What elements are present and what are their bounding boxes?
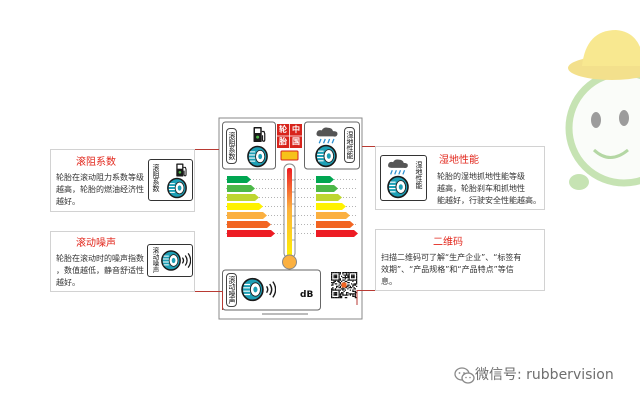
rolling-resistance-grade-bar <box>227 212 267 219</box>
icon-box-label: 湿地性能 <box>415 161 423 189</box>
label-noise-text: 滚动噪声 <box>226 273 237 307</box>
callout-title: 二维码 <box>433 237 463 248</box>
wechat-watermark: 微信号: rubbervision <box>475 367 614 383</box>
rolling-resistance-icon-box: 滚阻系数 <box>148 159 193 201</box>
wet-grip-grade-bar <box>316 221 354 228</box>
rolling-resistance-pictogram <box>167 162 187 199</box>
callout-body-line: 越好。 <box>56 278 80 287</box>
callout-body-line: 效期”、“产品规格”和“产品特点”等信 <box>381 265 514 274</box>
callout-body-line: 扫描二维码可了解“生产企业”、“标签有 <box>381 253 522 262</box>
thermometer-gauge <box>282 163 297 270</box>
rolling-resistance-grade-bar <box>227 221 271 228</box>
label-rolling-resistance-section <box>222 121 276 170</box>
fuel-pump-icon <box>175 162 187 178</box>
callout-title: 滚阻系数 <box>76 157 116 168</box>
callout-body: 轮胎的湿地抓地性能等级 越高，轮胎刹车和抓地性 能越好，行驶安全性能越高。 <box>437 171 541 207</box>
tire-icon <box>387 175 409 199</box>
rolling-resistance-grade-bar <box>227 230 275 237</box>
label-wet-grip-text: 湿地性能 <box>344 127 355 163</box>
rolling-resistance-grade-bar <box>227 194 259 201</box>
rolling-resistance-grade-bar <box>227 185 255 192</box>
wet-grip-grade-bar <box>316 230 358 237</box>
logo-char: 胎 <box>279 137 287 146</box>
label-logo <box>277 124 302 161</box>
icon-box-label: 滚动噪声 <box>151 247 159 273</box>
callout-title: 湿地性能 <box>439 155 479 166</box>
label-footer-print <box>262 313 308 315</box>
mascot-illustration <box>565 30 640 190</box>
noise-unit: dB <box>300 290 314 300</box>
callout-body-line: 能越好，行驶安全性能越高。 <box>437 196 541 205</box>
wet-grip-pictogram <box>387 158 409 199</box>
tire-icon <box>247 145 268 168</box>
tire-label <box>218 117 363 320</box>
callout-body-line: 越好。 <box>56 197 80 206</box>
callout-wet-grip: 湿地性能 湿地性能 轮胎的湿地抓地性能等级 越高，轮胎刹车和抓地性 能越好，行驶… <box>375 146 545 210</box>
callout-qr-code: 二维码 扫描二维码可了解“生产企业”、“标签有 效期”、“产品规格”和“产品特点… <box>375 229 545 291</box>
rolling-noise-icon-box: 滚动噪声 <box>147 244 193 277</box>
tire-icon <box>315 144 337 168</box>
rolling-resistance-grade-bar <box>227 203 263 210</box>
wechat-icon <box>454 367 475 384</box>
callout-rolling-resistance: 滚阻系数 轮胎在滚动阻力系数等级 越高，轮胎的燃油经济性 越好。 滚阻系数 <box>50 149 195 212</box>
tire-icon <box>167 177 187 199</box>
callout-body: 扫描二维码可了解“生产企业”、“标签有 效期”、“产品规格”和“产品特点”等信 … <box>381 252 521 288</box>
callout-body-line: 越高，轮胎刹车和抓地性 <box>437 184 525 193</box>
wet-grip-grade-bar <box>316 176 334 183</box>
callout-body-line: 轮胎在滚动时的噪声指数 <box>56 254 144 263</box>
logo-char: 中 <box>292 125 300 134</box>
tire-icon <box>160 250 182 271</box>
rolling-resistance-grade-scale <box>227 176 275 237</box>
rolling-resistance-grade-bar <box>227 176 251 183</box>
rain-cloud-icon <box>387 158 409 176</box>
callout-rolling-noise: 滚动噪声 轮胎在滚动时的噪声指数 ，数值越低，静音舒适性 越好。 滚动噪声 <box>50 231 195 292</box>
wet-grip-grade-bar <box>316 194 342 201</box>
callout-body: 轮胎在滚动阻力系数等级 越高，轮胎的燃油经济性 越好。 <box>56 172 144 208</box>
qr-code-icon <box>330 271 359 306</box>
label-wet-grip-section <box>304 121 360 170</box>
callout-title: 滚动噪声 <box>76 238 116 249</box>
callout-body: 轮胎在滚动时的噪声指数 ，数值越低，静音舒适性 越好。 <box>56 253 144 289</box>
logo-char: 国 <box>292 137 300 146</box>
wet-grip-grade-bar <box>316 203 346 210</box>
logo-char: 轮 <box>279 125 287 134</box>
wet-grip-grade-bar <box>316 185 338 192</box>
rolling-noise-pictogram <box>160 250 191 271</box>
wet-grip-icon-box: 湿地性能 <box>380 155 427 201</box>
callout-body-line: 轮胎在滚动阻力系数等级 <box>56 173 144 182</box>
sound-waves-icon <box>181 252 191 269</box>
tire-icon <box>241 277 264 302</box>
callout-body-line: 越高，轮胎的燃油经济性 <box>56 185 144 194</box>
wet-grip-grade-bar <box>316 212 350 219</box>
label-rolling-resistance-text: 滚阻系数 <box>226 128 237 164</box>
callout-body-line: 息。 <box>381 277 397 286</box>
callout-body-line: ，数值越低，静音舒适性 <box>56 266 144 275</box>
wet-grip-grade-scale <box>316 176 358 237</box>
callout-body-line: 轮胎的湿地抓地性能等级 <box>437 172 525 181</box>
icon-box-label: 滚阻系数 <box>152 164 160 192</box>
